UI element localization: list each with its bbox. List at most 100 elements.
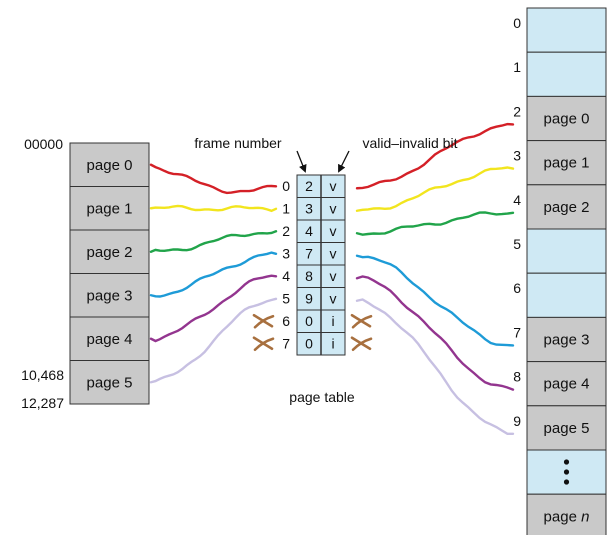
frame-index-label: 6 <box>513 280 521 296</box>
address-label: 10,468 <box>21 367 64 383</box>
frame-number-value: 0 <box>305 313 313 329</box>
page-table-index: 7 <box>282 336 290 352</box>
physical-frame-used <box>526 316 607 363</box>
valid-bit-value: i <box>331 336 334 352</box>
frame-number-value: 4 <box>305 223 313 239</box>
frame-index-label: 9 <box>513 413 521 429</box>
physical-frame-label: page n <box>544 508 590 525</box>
cross-mark-stroke <box>351 337 373 352</box>
valid-bit-value: v <box>330 268 337 284</box>
mapping-line-left <box>149 163 278 195</box>
logical-page-label: page 1 <box>87 200 133 217</box>
address-label: 12,287 <box>21 395 64 411</box>
frame-index-label: 2 <box>513 103 521 119</box>
physical-frame-label: page 2 <box>544 199 590 216</box>
logical-page-label: page 5 <box>87 374 133 391</box>
logical-page-label: page 0 <box>87 157 133 174</box>
physical-frame-label: page 4 <box>544 376 590 393</box>
frame-index-label: 1 <box>513 59 521 75</box>
mapping-lines <box>149 122 515 435</box>
frame-number-label: frame number <box>194 135 281 151</box>
valid-invalid-bit-label: valid–invalid bit <box>363 135 458 151</box>
physical-frame-used <box>526 95 607 142</box>
page-table-index: 2 <box>282 223 290 239</box>
physical-frame-used <box>526 493 607 535</box>
mapping-line-right <box>355 211 515 236</box>
ellipsis-dot <box>563 459 570 465</box>
mapping-line-right <box>355 122 515 190</box>
page-table-index: 6 <box>282 313 290 329</box>
page-table-caption: page table <box>289 389 355 405</box>
valid-invalid-arrow <box>338 150 350 173</box>
valid-bit-value: v <box>330 178 337 194</box>
logical-page-cell <box>69 186 150 231</box>
physical-frame-label-text: page 0 <box>544 111 590 128</box>
physical-frame-label: page 5 <box>544 420 590 437</box>
frame-number-value: 2 <box>305 178 313 194</box>
frame-number-value: 7 <box>305 246 313 262</box>
cross-mark-stroke <box>351 314 373 329</box>
logical-page-cell <box>69 360 150 405</box>
mapping-line-left <box>149 251 278 298</box>
logical-page-cell <box>69 142 150 187</box>
invalid-cross-marks <box>252 313 373 352</box>
physical-frame-label-text: page 3 <box>544 332 590 349</box>
mapping-line-left <box>149 230 278 253</box>
logical-page-label: page 2 <box>87 244 133 261</box>
frame-index-label: 8 <box>513 369 521 385</box>
frame-index-label: 0 <box>513 15 521 31</box>
frame-number-arrow <box>296 150 307 173</box>
mapping-line-left <box>149 297 278 384</box>
frame-number-value: 3 <box>305 201 313 217</box>
cross-mark-stroke <box>253 314 275 329</box>
frame-number-value: 9 <box>305 291 313 307</box>
valid-bit-value: v <box>330 246 337 262</box>
physical-frame-label: page 1 <box>544 155 590 172</box>
physical-frame-free <box>526 272 607 318</box>
physical-frame-used <box>526 361 607 407</box>
valid-bit-value: i <box>331 313 334 329</box>
logical-page-cell <box>69 273 150 318</box>
frame-index-label: 3 <box>513 148 521 164</box>
physical-frame-label: page 3 <box>544 332 590 349</box>
valid-bit-value: v <box>330 223 337 239</box>
physical-frame-used <box>526 405 607 451</box>
frame-number-value: 8 <box>305 268 313 284</box>
frame-index-label: 5 <box>513 236 521 252</box>
physical-frame-label-text: page 2 <box>544 199 590 216</box>
physical-frame-label-text: page 5 <box>544 420 590 437</box>
physical-frame-used <box>526 184 607 230</box>
physical-frame-label-text: page 1 <box>544 155 590 172</box>
logical-page-cell <box>69 229 150 274</box>
mapping-line-right <box>355 254 515 347</box>
mapping-line-right <box>355 166 515 212</box>
physical-frame-free <box>526 51 607 97</box>
physical-frame-free <box>526 228 607 274</box>
physical-frame-label-text: page 4 <box>544 376 590 393</box>
ellipsis-dot <box>563 469 570 475</box>
address-label: 00000 <box>24 136 63 152</box>
valid-bit-value: v <box>330 201 337 217</box>
cross-mark-stroke <box>253 337 275 352</box>
physical-frame-label-suffix: n <box>581 508 589 525</box>
physical-frame-label-text: page <box>544 508 582 525</box>
mapping-line-right <box>355 275 515 391</box>
valid-bit-value: v <box>330 291 337 307</box>
logical-page-label: page 4 <box>87 331 133 348</box>
page-table-index: 1 <box>282 201 290 217</box>
page-table-index: 3 <box>282 246 290 262</box>
physical-frame-free <box>526 7 607 53</box>
mapping-line-right <box>355 298 515 435</box>
ellipsis-dot <box>563 479 570 485</box>
physical-frame-label: page 0 <box>544 111 590 128</box>
page-table-index: 0 <box>282 178 290 194</box>
frame-index-label: 4 <box>513 192 521 208</box>
mapping-line-left <box>149 204 278 213</box>
page-table-index: 4 <box>282 268 290 284</box>
physical-frame-used <box>526 140 607 186</box>
frame-number-value: 0 <box>305 336 313 352</box>
